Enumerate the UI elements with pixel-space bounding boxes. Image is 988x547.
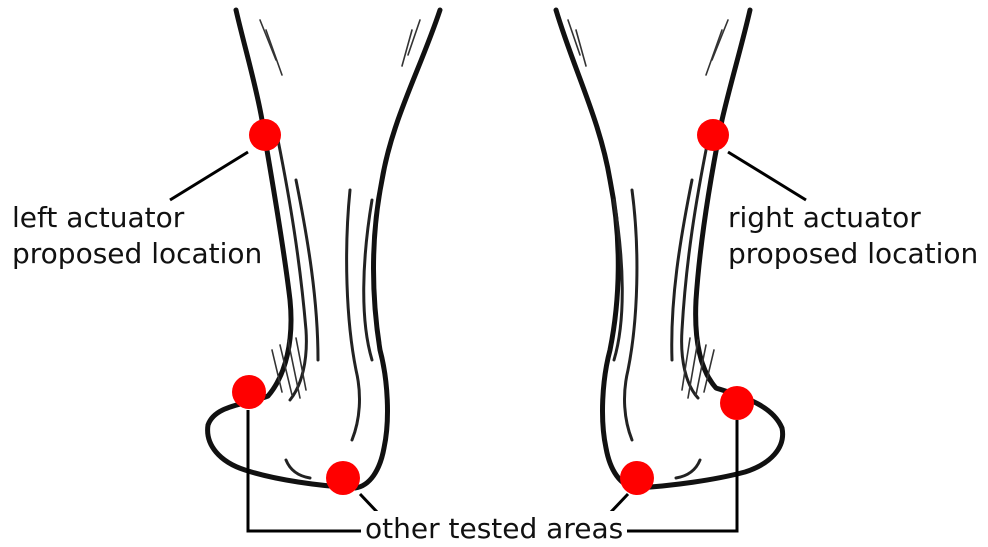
left-actuator-marker [249,119,281,151]
left-actuator-label-line1: left actuator [12,200,262,236]
left-leg-shin-line [347,190,360,440]
right-actuator-marker [697,119,729,151]
right-actuator-label-line2: proposed location [728,236,978,272]
right-foot-crease [676,460,700,478]
right-ankle-tested-marker [720,386,754,420]
left-ankle-hatching [260,20,420,398]
left-actuator-leader-line [170,152,248,200]
right-actuator-leader-line [728,152,806,200]
right-leg-shin-line [625,190,637,440]
left-leg-shin-line-2 [364,200,372,360]
left-heel-tested-marker [326,461,360,495]
right-actuator-label: right actuator proposed location [728,200,978,272]
right-actuator-label-line1: right actuator [728,200,978,236]
right-heel-tested-marker [620,461,654,495]
left-actuator-label: left actuator proposed location [12,200,262,272]
other-tested-areas-text: other tested areas [365,511,623,547]
left-actuator-label-line2: proposed location [12,236,262,272]
left-foot-crease [286,460,310,478]
left-ankle-tested-marker [232,375,266,409]
other-tested-areas-label: other tested areas [361,511,627,547]
